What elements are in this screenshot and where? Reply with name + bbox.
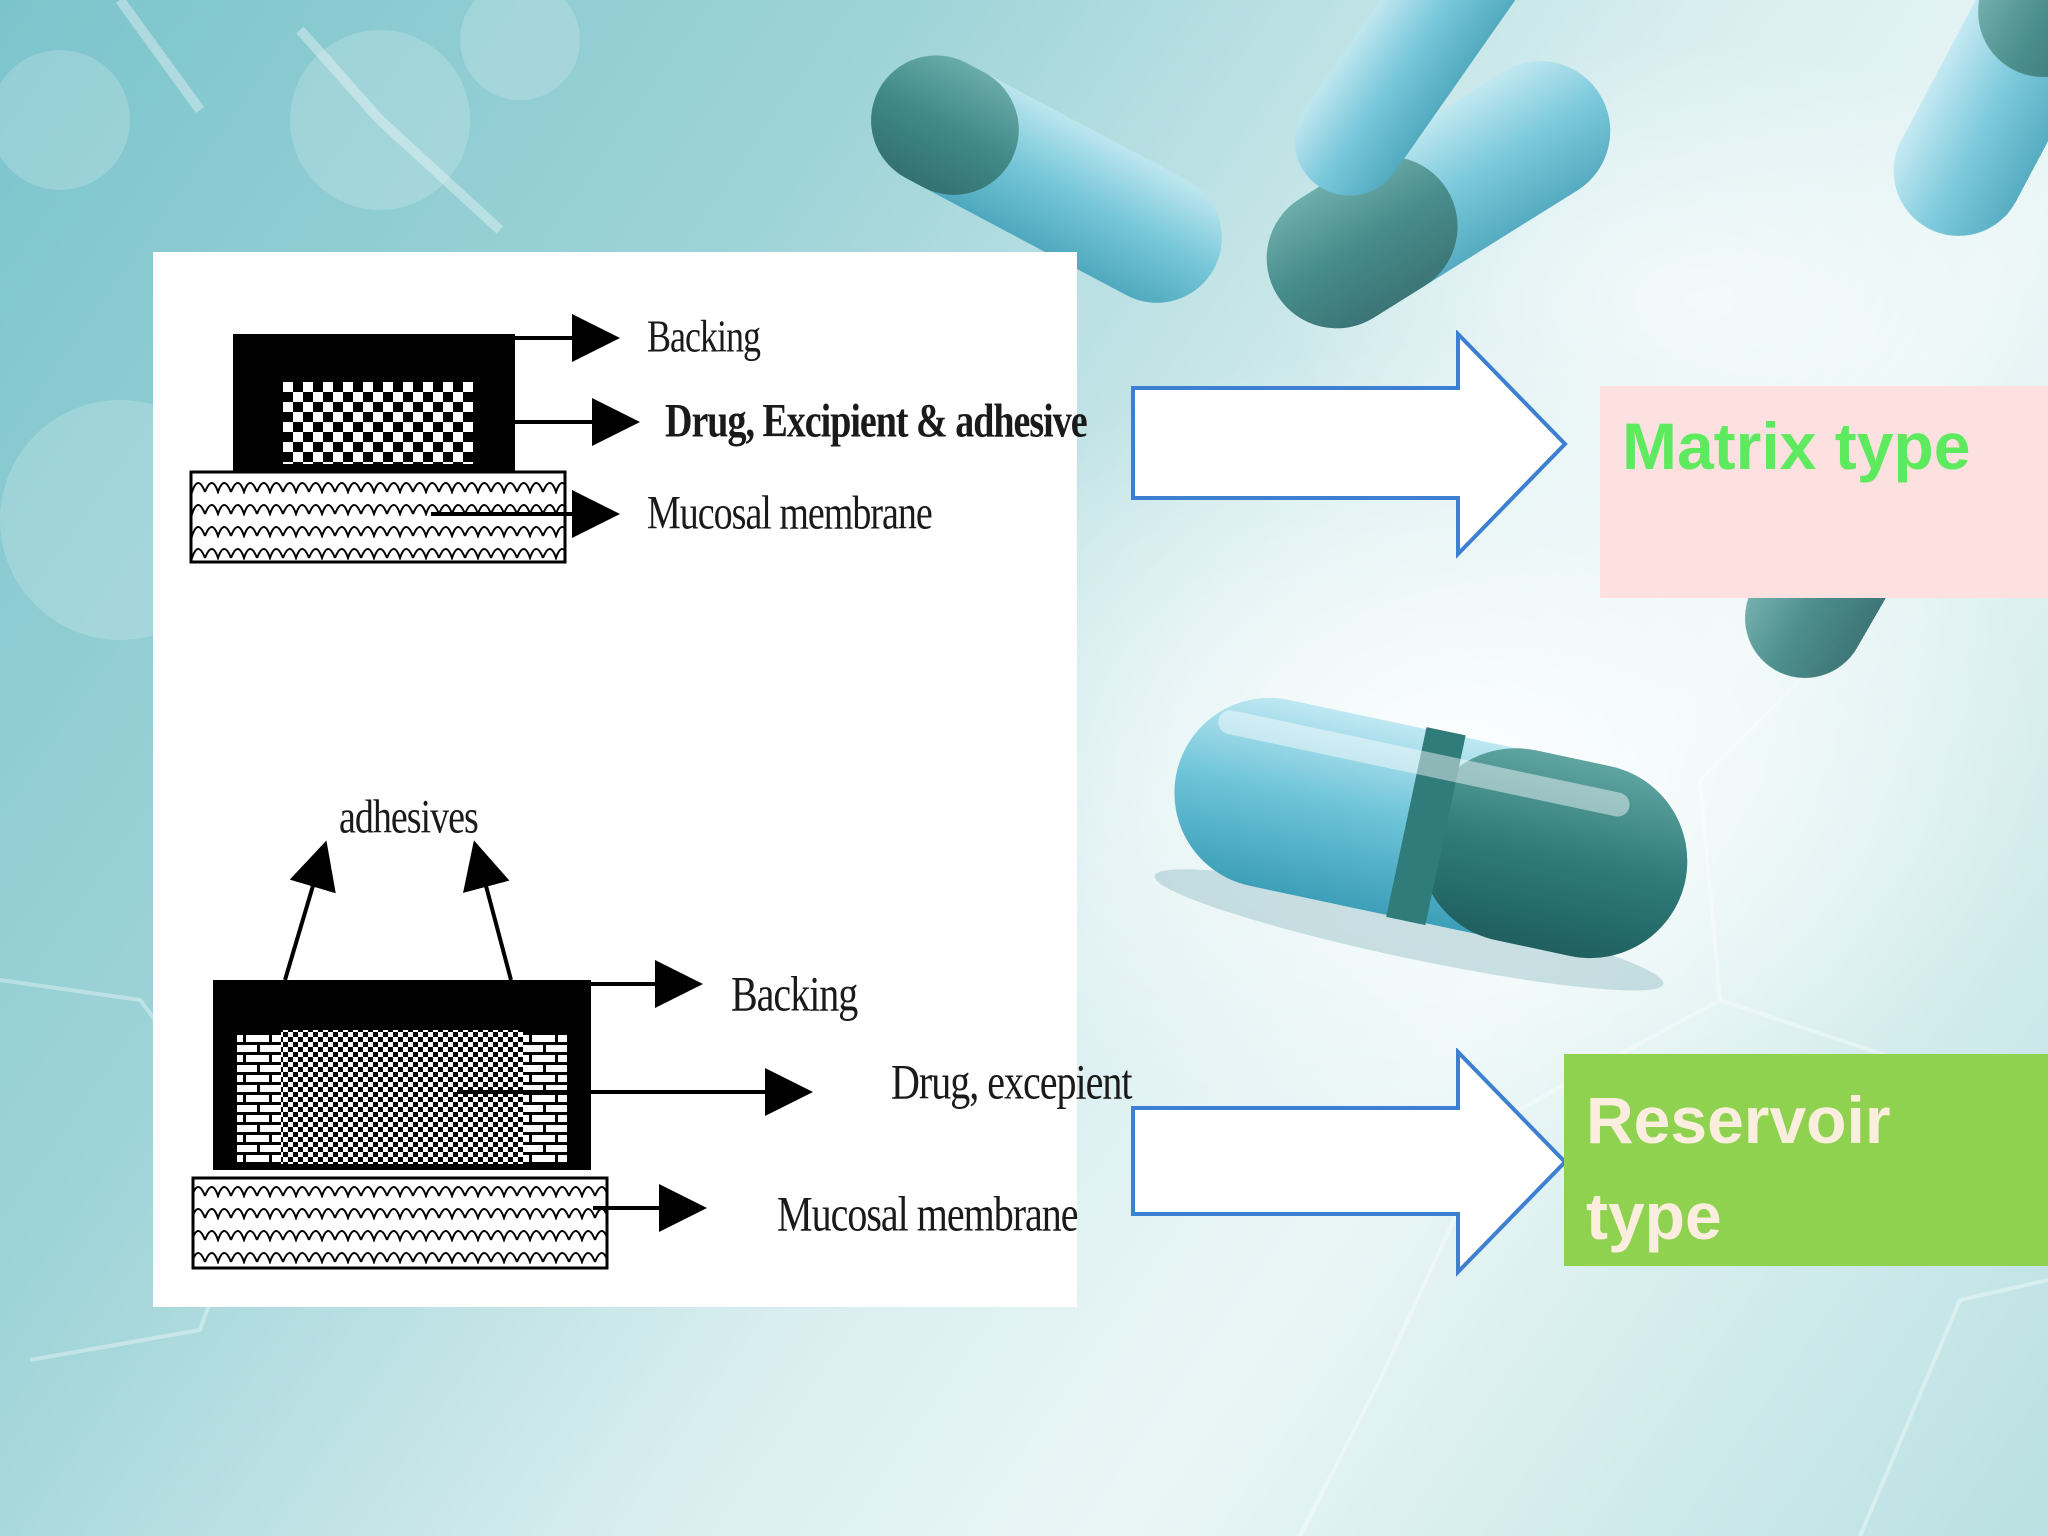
matrix-type-label: Matrix type — [1622, 409, 1971, 483]
matrix-patch-drawing — [189, 314, 640, 564]
reservoir-patch-drawing — [191, 840, 813, 1270]
reservoir-adhesives-label: adhesives — [339, 791, 479, 844]
matrix-backing-label: Backing — [647, 311, 761, 362]
reservoir-backing-label: Backing — [731, 965, 858, 1022]
reservoir-block-arrow — [1131, 1048, 1568, 1277]
matrix-drug-label: Drug, Excipient & adhesive — [665, 395, 1088, 448]
reservoir-type-box: Reservoir type — [1564, 1054, 2048, 1266]
reservoir-mucosal-label: Mucosal membrane — [777, 1185, 1079, 1242]
matrix-block-arrow — [1131, 330, 1568, 559]
reservoir-drug-label: Drug, excepient — [891, 1053, 1132, 1110]
reservoir-type-label: Reservoir type — [1586, 1083, 1891, 1253]
matrix-mucosal-label: Mucosal membrane — [647, 487, 933, 540]
patch-layers-drawing — [189, 314, 813, 1270]
matrix-type-box: Matrix type — [1600, 386, 2048, 598]
patch-diagram-panel: Backing Drug, Excipient & adhesive Mucos… — [153, 252, 1132, 1307]
